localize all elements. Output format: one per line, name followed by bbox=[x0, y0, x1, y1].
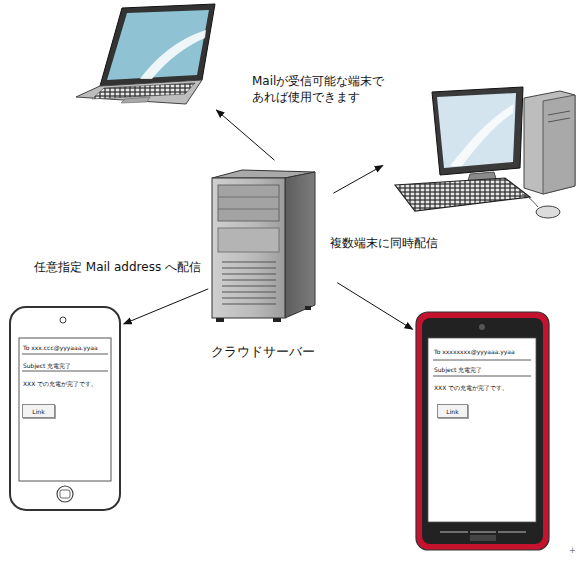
smartphone-white-illustration bbox=[10, 307, 120, 510]
edge-label: Mailが受信可能な端末で あれば使用できます bbox=[252, 74, 392, 105]
desktop-illustration bbox=[395, 87, 575, 218]
arrow-connector bbox=[124, 289, 209, 324]
node-label: クラウドサーバー bbox=[200, 344, 326, 360]
node-text: Subject 充電完了 bbox=[434, 366, 534, 374]
node-text: XXX での充電が完了です。 bbox=[23, 380, 115, 388]
cloud-server: クラウドサーバー bbox=[210, 170, 316, 320]
laptop-illustration bbox=[76, 4, 215, 104]
node-text: Link bbox=[438, 408, 467, 416]
edge-label: 任意指定 Mail address へ配信 bbox=[34, 260, 224, 276]
arrow-connector bbox=[333, 166, 382, 194]
link-button: Link bbox=[437, 404, 468, 418]
smartphone: To xxx.ccc@yyyaaa.yyaaSubject 充電完了 XXX での… bbox=[10, 307, 120, 510]
link-button: Link bbox=[22, 404, 55, 418]
node-text: Link bbox=[23, 408, 54, 416]
laptop-computer bbox=[75, 4, 217, 108]
node-text: To xxx.ccc@yyyaaa.yyaa bbox=[23, 344, 115, 352]
desktop-computer bbox=[388, 86, 576, 218]
smartphone-red-illustration bbox=[416, 312, 549, 550]
smartphone: To xxxxxxxx@yyyaaa.yyaaSubject 充電完了 XXX で… bbox=[416, 312, 549, 550]
server-illustration bbox=[212, 170, 315, 322]
corner-mark: + bbox=[569, 546, 577, 556]
arrow-connector bbox=[337, 283, 412, 330]
node-text: Subject 充電完了 bbox=[23, 362, 115, 370]
arrow-connector bbox=[216, 110, 274, 160]
edge-label: 複数端末に同時配信 bbox=[330, 236, 460, 252]
node-text: To xxxxxxxx@yyyaaa.yyaa bbox=[434, 348, 534, 356]
node-text: XXX での充電が完了です。 bbox=[434, 384, 534, 392]
